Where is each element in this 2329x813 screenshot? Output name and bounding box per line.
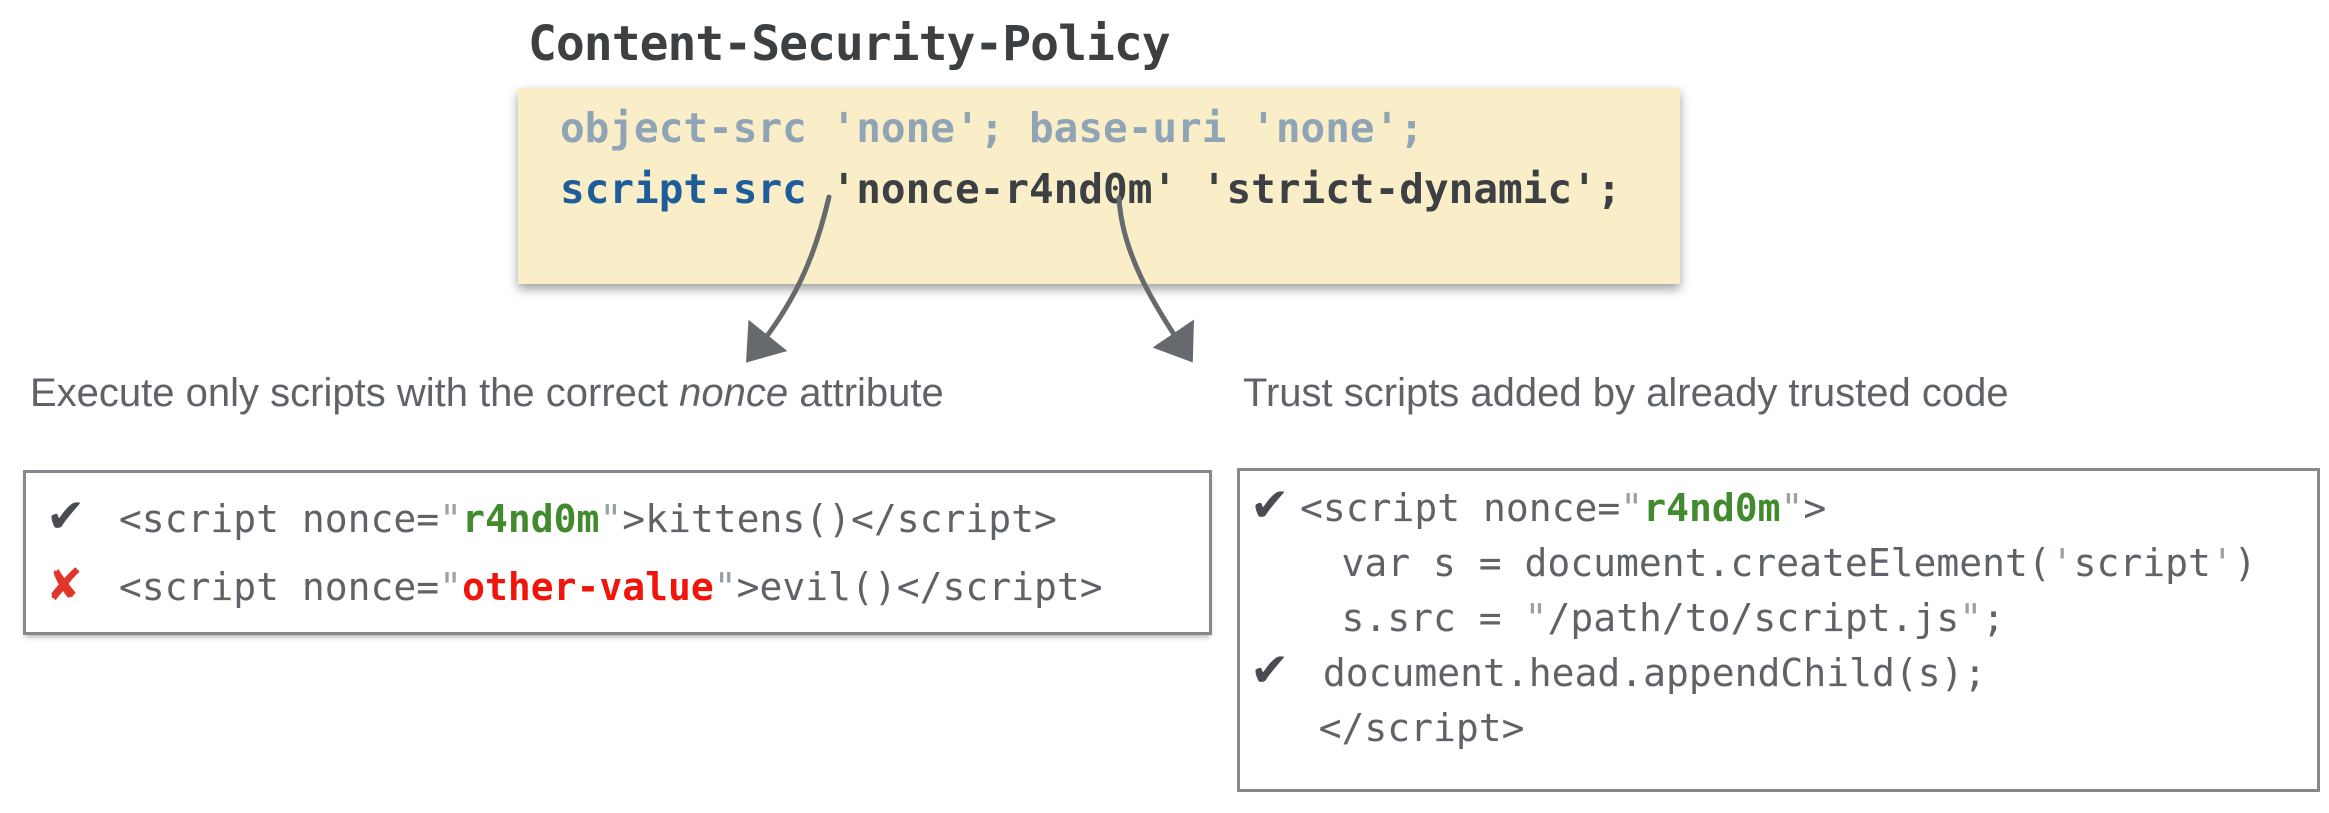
text-segment: "	[439, 497, 463, 541]
text-segment: >kittens()</script>	[622, 497, 1057, 541]
code-line: script-src 'nonce-r4nd0m' 'strict-dynami…	[560, 159, 1680, 220]
text-segment: 'nonce-r4nd0m' 'strict-dynamic';	[806, 165, 1622, 213]
text-segment: '	[2050, 541, 2074, 585]
text-segment: script	[2073, 541, 2211, 585]
text-segment: <script nonce=	[1300, 486, 1621, 530]
annotation-nonce: Execute only scripts with the correct no…	[30, 368, 944, 418]
text-segment: )	[2233, 541, 2257, 585]
code-line: ✘ <script nonce="other-value">evil()</sc…	[46, 553, 1209, 621]
code-line: ✔ <script nonce="r4nd0m">kittens()</scri…	[46, 485, 1209, 553]
text-segment: >evil()</script>	[736, 565, 1103, 609]
annotation-strict-dynamic: Trust scripts added by already trusted c…	[1243, 368, 2009, 418]
text-segment: attribute	[788, 371, 944, 415]
text-segment: "	[439, 565, 463, 609]
text-segment: r4nd0m	[462, 497, 600, 541]
text-segment: "	[1524, 596, 1548, 640]
code-line: Execute only scripts with the correct no…	[30, 368, 944, 418]
check-icon: ✔	[46, 489, 86, 544]
text-segment: "	[1780, 486, 1804, 530]
csp-policy-box: object-src 'none'; base-uri 'none'; scrip…	[518, 88, 1680, 284]
nonce-example-box: ✔ <script nonce="r4nd0m">kittens()</scri…	[23, 470, 1212, 635]
text-segment: "	[713, 565, 737, 609]
text-segment: <script nonce=	[96, 565, 440, 609]
code-line: var s = document.createElement('script')	[1250, 536, 2317, 591]
code-line: Trust scripts added by already trusted c…	[1243, 368, 2009, 418]
text-segment: script-src	[560, 165, 807, 213]
text-segment: <script nonce=	[96, 497, 440, 541]
code-line: ✔ document.head.appendChild(s);	[1250, 646, 2317, 701]
code-line: object-src 'none'; base-uri 'none';	[560, 98, 1680, 159]
check-icon: ✔	[1250, 478, 1290, 533]
text-segment: Execute only scripts with the correct	[30, 371, 680, 415]
text-segment: r4nd0m	[1643, 486, 1781, 530]
text-segment: "	[1620, 486, 1644, 530]
text-segment: "	[1959, 596, 1983, 640]
code-line: ✔<script nonce="r4nd0m">	[1250, 481, 2317, 536]
text-segment: object-src 'none'; base-uri 'none';	[560, 104, 1424, 152]
text-segment: Trust scripts added by already trusted c…	[1243, 371, 2009, 415]
text-segment: s.src =	[1250, 596, 1525, 640]
text-segment: '	[2210, 541, 2234, 585]
check-icon: ✔	[1250, 643, 1290, 698]
text-segment: >	[1803, 486, 1827, 530]
text-segment: ;	[1982, 596, 2006, 640]
cross-icon: ✘	[46, 560, 83, 611]
text-segment: other-value	[462, 565, 714, 609]
text-segment: /path/to/script.js	[1547, 596, 1960, 640]
page-title: Content-Security-Policy	[528, 16, 1171, 72]
text-segment: document.head.appendChild(s);	[1300, 651, 1987, 695]
text-segment: "	[599, 497, 623, 541]
code-line: </script>	[1250, 701, 2317, 756]
code-line: s.src = "/path/to/script.js";	[1250, 591, 2317, 646]
text-segment: var s = document.createElement(	[1250, 541, 2051, 585]
text-segment: </script>	[1250, 706, 1525, 750]
text-segment: nonce	[679, 371, 789, 415]
strict-dynamic-example-box: ✔<script nonce="r4nd0m"> var s = documen…	[1237, 468, 2320, 792]
